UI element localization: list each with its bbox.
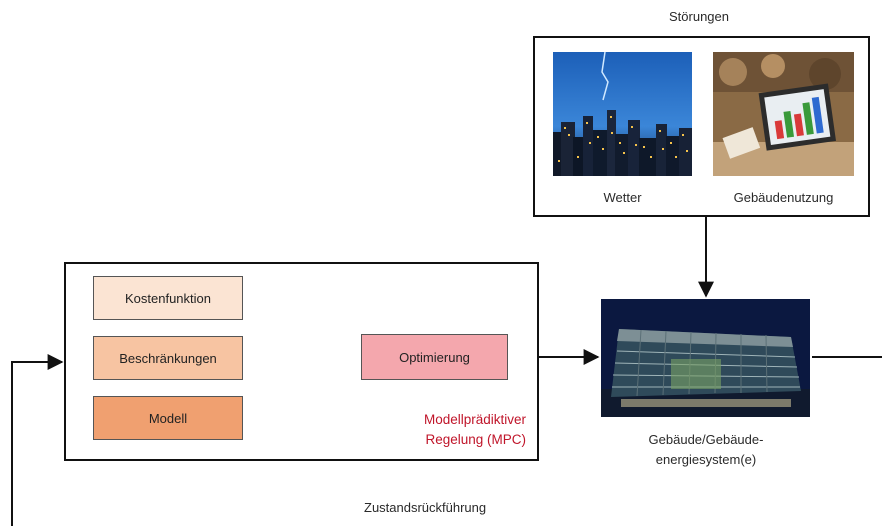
cost-function-block: Kostenfunktion bbox=[93, 276, 243, 320]
disturbances-title: Störungen bbox=[669, 9, 729, 24]
mpc-label-line2: Regelung (MPC) bbox=[425, 432, 526, 447]
mpc-label-line1: Modellprädiktiver bbox=[423, 412, 526, 427]
feedback-label: Zustandsrückführung bbox=[364, 500, 487, 515]
building-system-line2: energiesystem(e) bbox=[655, 452, 757, 467]
optimizer-block: Optimierung bbox=[361, 334, 508, 380]
feedback-arrow bbox=[11, 354, 64, 526]
mpc-label: Modellprädiktiver Regelung (MPC) bbox=[350, 410, 526, 450]
weather-image bbox=[553, 52, 692, 176]
building-system-label: Gebäude/Gebäude- energiesystem(e) bbox=[600, 430, 812, 470]
weather-label: Wetter bbox=[603, 190, 642, 205]
building-image bbox=[601, 299, 810, 417]
building-system-line1: Gebäude/Gebäude- bbox=[648, 432, 764, 447]
building-usage-image bbox=[713, 52, 854, 176]
usage-label: Gebäudenutzung bbox=[733, 190, 834, 205]
model-block: Modell bbox=[93, 396, 243, 440]
constraints-block: Beschränkungen bbox=[93, 336, 243, 380]
